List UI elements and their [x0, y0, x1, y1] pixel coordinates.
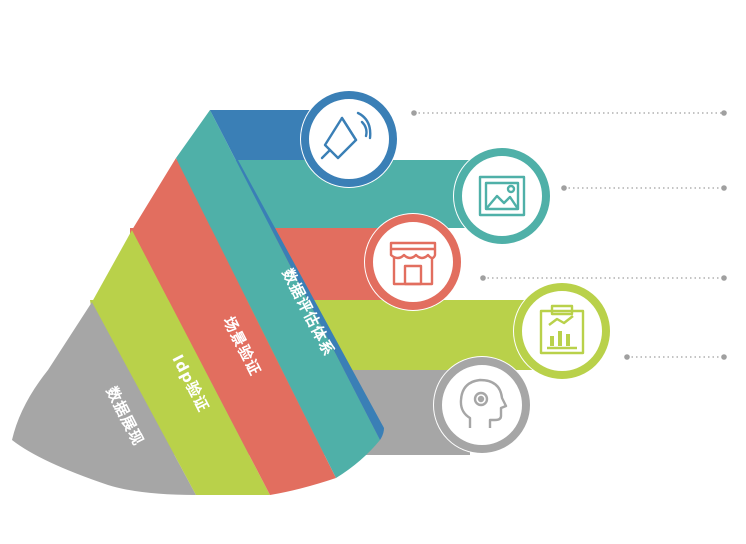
icon-circles [300, 90, 611, 454]
megaphone-icon [320, 111, 372, 160]
connector-line-green [624, 354, 727, 360]
icon-node-blue [300, 90, 398, 188]
band-teal [176, 110, 380, 478]
band-green [92, 230, 270, 495]
head-gear-icon [459, 378, 508, 428]
icon-node-red [364, 213, 462, 311]
connector-line-teal [561, 185, 727, 191]
store-icon [389, 241, 437, 286]
icon-node-gray [433, 356, 531, 454]
clipboard-chart-icon [539, 304, 585, 355]
band-blue-top [210, 110, 330, 160]
image-icon [478, 175, 526, 217]
connector-line-red [480, 275, 727, 281]
icon-node-teal [453, 147, 551, 245]
funnel-bands [12, 110, 384, 495]
band-blue [210, 110, 384, 440]
icon-node-green [513, 282, 611, 380]
connector-lines [411, 110, 727, 360]
band-gray [12, 302, 196, 495]
band-red [132, 158, 336, 495]
connector-line-blue [411, 110, 727, 116]
